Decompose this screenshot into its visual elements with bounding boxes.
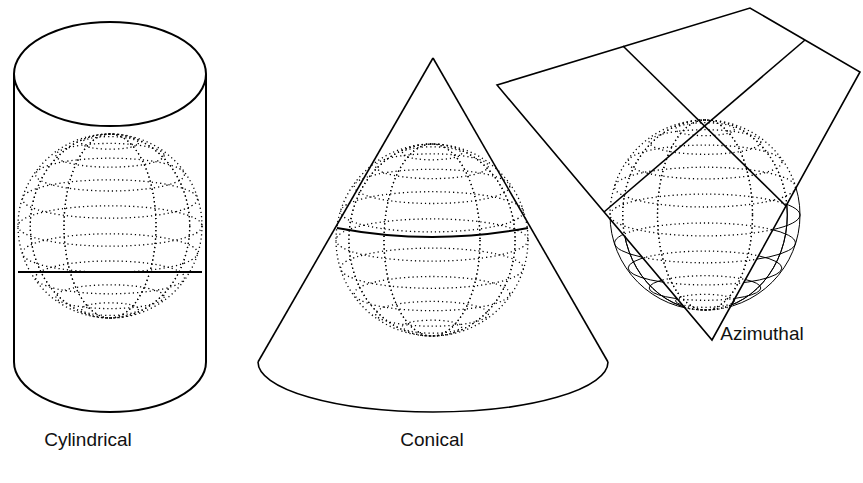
meridian (431, 144, 432, 336)
meridian (109, 134, 110, 318)
parallel (402, 147, 461, 160)
parallel (354, 169, 509, 203)
globe (336, 144, 528, 336)
parallel (36, 261, 185, 294)
parallel (376, 154, 489, 179)
projection-label: Conical (400, 429, 463, 452)
tangent-line (337, 228, 528, 237)
globe-outline (610, 120, 800, 310)
parallel (18, 206, 202, 246)
meridian (30, 134, 189, 318)
parallel (341, 248, 524, 288)
parallel (82, 303, 139, 316)
parallel (615, 223, 796, 263)
parallel (649, 276, 761, 301)
meridian (384, 144, 480, 336)
parallel (628, 251, 782, 285)
parallel (23, 234, 198, 272)
meridian (64, 134, 156, 318)
parallel (615, 167, 796, 207)
projection-plane (497, 8, 860, 340)
meridian (623, 120, 788, 310)
tangent-line (18, 271, 202, 273)
parallel (82, 137, 139, 150)
parallel (56, 143, 164, 167)
parallel (56, 285, 164, 309)
parallel (36, 158, 185, 191)
globe-outline (18, 134, 202, 318)
parallel (23, 180, 198, 218)
meridian (704, 120, 705, 310)
parallel (676, 294, 735, 307)
meridian (384, 144, 480, 336)
parallel (402, 320, 461, 333)
meridian (349, 144, 515, 336)
projection-label: Azimuthal (720, 323, 803, 346)
globe (610, 120, 800, 310)
parallel (354, 277, 509, 311)
parallel (341, 192, 524, 232)
parallel (376, 301, 489, 326)
meridian (64, 134, 156, 318)
globe (18, 134, 202, 318)
meridian (623, 120, 788, 310)
meridian (30, 134, 189, 318)
parallel (628, 145, 782, 179)
meridian (658, 120, 753, 310)
meridian (658, 120, 753, 310)
parallel (649, 130, 761, 155)
plane-axis (604, 40, 805, 212)
meridian (349, 144, 515, 336)
globe-outline (336, 144, 528, 336)
projection-label: Cylindrical (44, 429, 132, 452)
cylinder (14, 22, 206, 412)
